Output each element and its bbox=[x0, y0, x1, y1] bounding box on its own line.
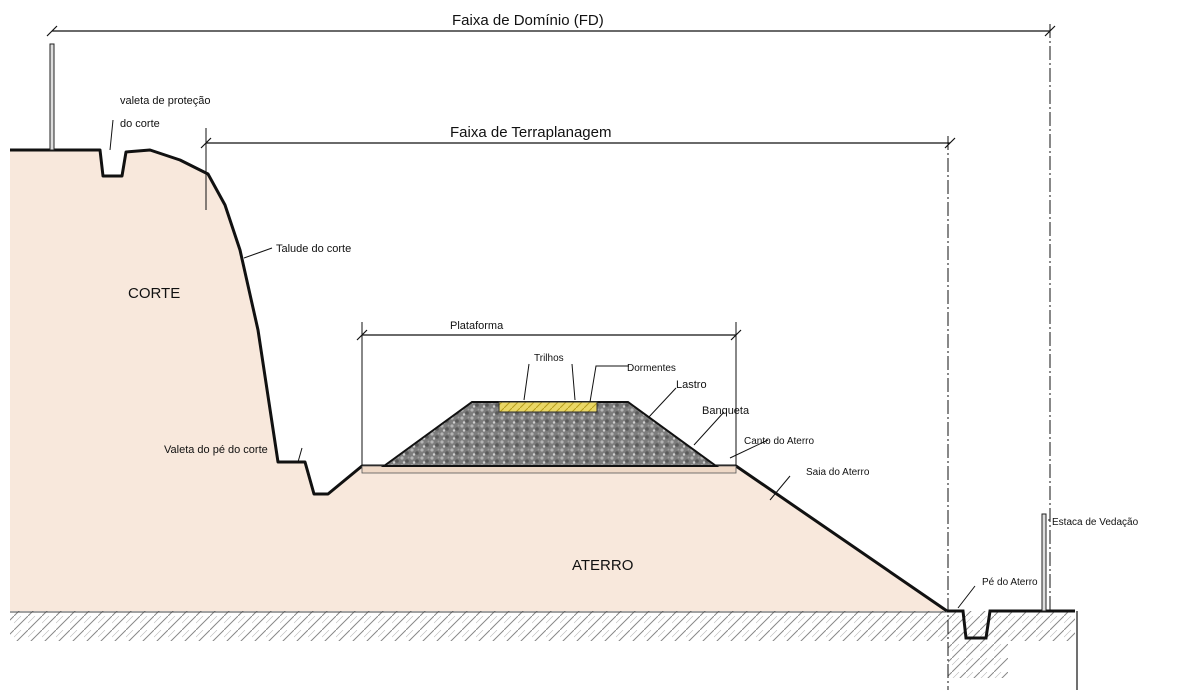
pe-aterro-label: Pé do Aterro bbox=[982, 577, 1038, 588]
right-ground-outline bbox=[947, 609, 1075, 640]
valeta-pe-corte-label: Valeta do pé do corte bbox=[164, 444, 268, 456]
plataforma-label: Plataforma bbox=[450, 320, 504, 332]
ground-hatch bbox=[10, 611, 1075, 641]
estaca-vedacao-label: Estaca de Vedação bbox=[1052, 517, 1139, 528]
corte-zone-label: CORTE bbox=[128, 285, 180, 302]
terrain-outline bbox=[10, 148, 948, 613]
valeta-protecao-label-line1: valeta de proteção bbox=[120, 95, 211, 107]
faixa-terraplanagem-label: Faixa de Terraplanagem bbox=[450, 124, 611, 141]
sleepers bbox=[498, 401, 598, 413]
talude-corte-label: Talude do corte bbox=[276, 243, 351, 255]
aterro-zone-label: ATERRO bbox=[572, 557, 633, 574]
faixa-dominio-label: Faixa de Domínio (FD) bbox=[452, 12, 604, 29]
soil-body bbox=[10, 150, 947, 611]
dormentes-label: Dormentes bbox=[627, 363, 676, 374]
trilhos-label: Trilhos bbox=[534, 353, 564, 364]
banqueta-label: Banqueta bbox=[702, 405, 750, 417]
fence-post bbox=[1041, 513, 1047, 612]
lastro-label: Lastro bbox=[676, 379, 707, 391]
valeta-protecao-label-line2: do corte bbox=[120, 118, 160, 130]
canto-aterro-label: Canto do Aterro bbox=[744, 436, 814, 447]
subgrade-layer bbox=[361, 465, 737, 474]
ballast bbox=[380, 401, 720, 467]
saia-aterro-label: Saia do Aterro bbox=[806, 467, 870, 478]
